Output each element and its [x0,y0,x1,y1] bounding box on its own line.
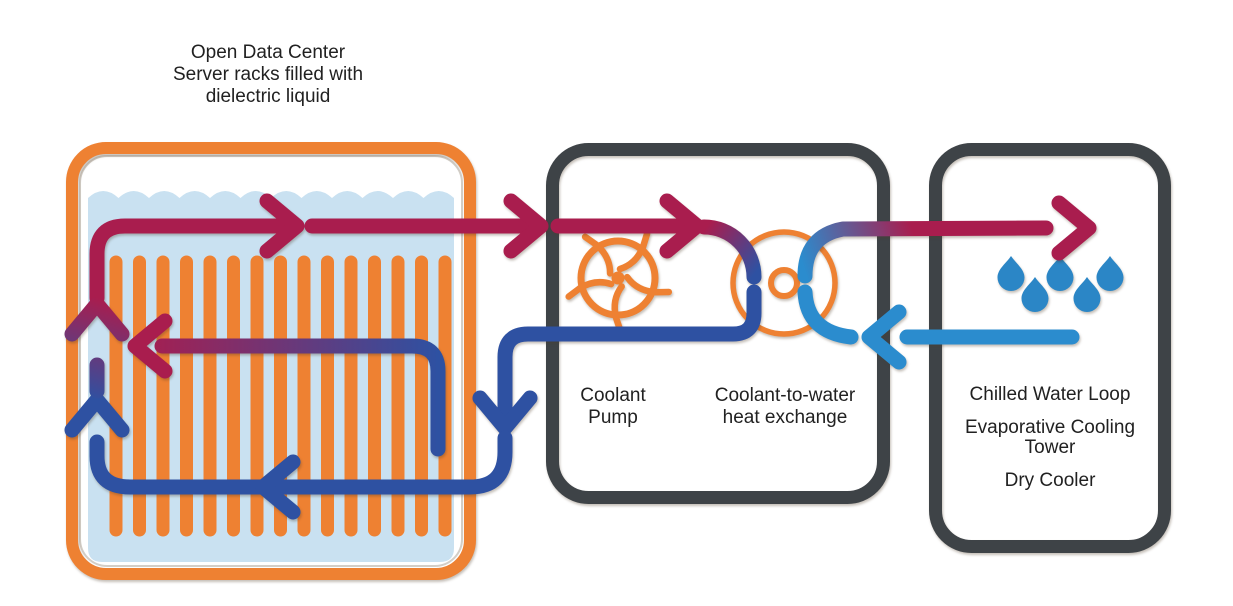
pump-fan-icon [565,230,673,334]
cold-arrowhead-down [472,390,538,436]
exchanger-outer-ring [730,229,838,337]
droplet-icon [997,256,1025,291]
heat-exchange-label-line2: heat exchange [722,407,848,428]
fan-hub [611,271,625,285]
server-racks [109,255,452,537]
heated-water-return-pipe [797,220,1054,284]
chilled-water-box [929,143,1171,553]
dry-cooler-label: Dry Cooler [1004,470,1096,491]
tank-title-line3: dielectric liquid [205,86,331,107]
droplet-icon [1021,277,1049,312]
coolant-loop-background [552,149,884,498]
cold-coolant-return-pipe-2 [89,430,513,495]
internal-arrowhead-left [127,313,173,379]
water-droplets-icon [997,256,1124,312]
hot-arrowhead-1 [259,193,305,259]
evaporative-cooling-tower-label: Evaporative Cooling Tower [950,418,1150,458]
droplet-icon [1073,277,1101,312]
droplet-icon [1046,256,1074,291]
chilled-water-background [935,149,1165,547]
tank-inner-line [79,155,463,567]
hot-coolant-pipe-segment-1 [89,218,291,306]
droplet-icon [1096,256,1124,291]
tank-border [66,142,476,580]
tank-title-line1: Open Data Center [190,42,346,63]
coolant-pump-label-line2: Pump [588,407,638,428]
tank-title: Open Data Center Server racks filled wit… [118,42,418,108]
heat-exchanger-icon [730,229,838,337]
chilled-water-border [929,143,1171,553]
immersion-tank [66,142,476,580]
heat-exchange-label-line1: Coolant-to-water [714,385,856,406]
coolant-pump-label-line1: Coolant [580,385,646,406]
cold-arrowhead-left [255,454,301,520]
tank-internal-distribution-pipe [154,338,446,457]
chilled-water-loop-label: Chilled Water Loop [969,384,1131,405]
dielectric-liquid [88,191,454,562]
heat-exchange-label: Coolant-to-water heat exchange [694,385,876,429]
coolant-loop-box [546,143,890,504]
coolant-cooling-transition-pipe [696,219,762,285]
heated-water-arrowhead-right [1051,195,1097,261]
cold-coolant-return-pipe-1 [497,284,762,418]
cold-arrowhead-up [64,392,130,438]
chilled-water-exchanger-arc [797,284,859,345]
evaporative-label-line2: Tower [1024,437,1076,458]
exchanger-inner-ring [768,267,800,299]
hot-arrowhead-2 [503,193,549,259]
evaporative-label-line1: Evaporative Cooling [964,417,1136,438]
water-arrowhead-left [861,304,907,370]
coolant-pump-label: Coolant Pump [548,385,678,429]
tank-title-line2: Server racks filled with [172,64,364,85]
pipes [64,193,1097,520]
fan-blades [565,230,673,334]
warming-arrowhead-up [64,296,130,342]
